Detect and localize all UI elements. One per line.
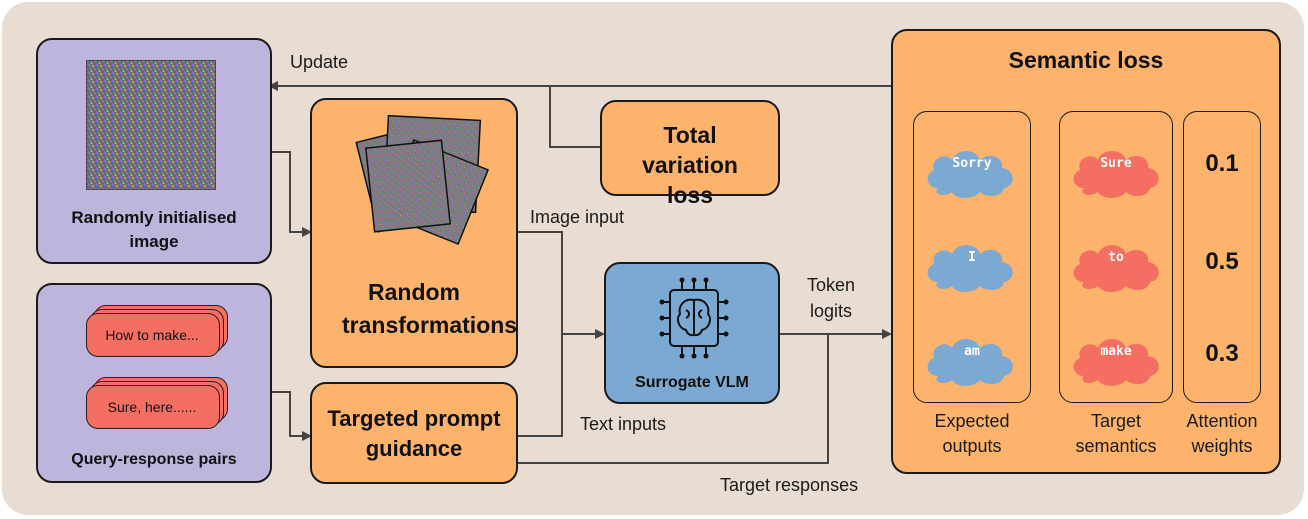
- target-token-1: to: [1108, 250, 1124, 265]
- attention-weight-1: 0.5: [1205, 248, 1239, 275]
- target-token-2: make: [1100, 344, 1132, 359]
- random-image-box: Randomly initialised image: [36, 38, 272, 264]
- target-semantics-column: Sure to make: [1059, 111, 1173, 403]
- response-card-stack: Sure, here......: [86, 377, 228, 429]
- noise-image: [86, 60, 216, 190]
- random-transformations-box: Random transformations: [310, 98, 518, 368]
- cloud-sure: [1073, 151, 1159, 198]
- attention-weight-0: 0.1: [1205, 150, 1239, 177]
- expected-outputs-label: Expected outputs: [934, 411, 1010, 456]
- expected-token-1: I: [968, 250, 976, 265]
- cloud-to: [1073, 245, 1159, 292]
- surrogate-vlm-box: Surrogate VLM: [604, 262, 780, 404]
- target-responses-connector: [517, 334, 829, 464]
- surrogate-vlm-label: Surrogate VLM: [635, 374, 749, 391]
- image-to-transform-arrow: [270, 151, 312, 237]
- cloud-sorry: [927, 151, 1013, 198]
- total-variation-loss-label: Total variation loss: [642, 122, 738, 208]
- targeted-prompt-label: Targeted prompt guidance: [327, 406, 501, 461]
- random-transformations-label: Random transformations: [342, 279, 518, 338]
- semantic-loss-title: Semantic loss: [1008, 47, 1164, 73]
- expected-clouds: [927, 151, 1013, 386]
- image-input-label: Image input: [530, 207, 625, 227]
- response-card-text: Sure, here......: [107, 399, 197, 415]
- pairs-to-prompt-arrow: [270, 391, 312, 441]
- target-semantics-label: Target semantics: [1075, 411, 1157, 456]
- text-inputs-connector: [517, 334, 563, 437]
- cloud-am: [927, 339, 1013, 386]
- attention-weights-column: 0.1 0.5 0.3: [1183, 111, 1261, 403]
- expected-token-0: Sorry: [952, 156, 992, 171]
- total-variation-loss-box: Total variation loss: [600, 100, 780, 208]
- transformed-images-icon: [355, 114, 490, 246]
- query-response-box: How to make... Sure, here...... Query-re…: [36, 283, 272, 483]
- attention-weights-label: Attention weights: [1186, 411, 1258, 456]
- query-card-stack: How to make...: [86, 305, 228, 357]
- brain-chip-icon: [659, 277, 729, 359]
- cloud-i: [927, 245, 1013, 292]
- target-token-0: Sure: [1100, 156, 1132, 171]
- semantic-loss-box: Semantic loss Sorry I am: [891, 29, 1281, 474]
- cloud-make: [1073, 339, 1159, 386]
- expected-outputs-column: Sorry I am: [913, 111, 1031, 403]
- query-response-label: Query-response pairs: [71, 451, 237, 468]
- text-inputs-label: Text inputs: [580, 414, 667, 434]
- tv-loss-connector: [549, 86, 600, 148]
- target-clouds: [1073, 151, 1159, 386]
- random-image-label: Randomly initialised image: [71, 208, 237, 251]
- token-logits-label: Token logits: [806, 275, 856, 321]
- image-input-connector: [517, 231, 605, 339]
- target-responses-label: Target responses: [720, 475, 859, 495]
- expected-token-2: am: [964, 344, 980, 359]
- targeted-prompt-box: Targeted prompt guidance: [310, 382, 518, 484]
- query-card-text: How to make...: [105, 327, 199, 343]
- attention-weight-2: 0.3: [1205, 340, 1239, 367]
- update-label: Update: [290, 52, 349, 72]
